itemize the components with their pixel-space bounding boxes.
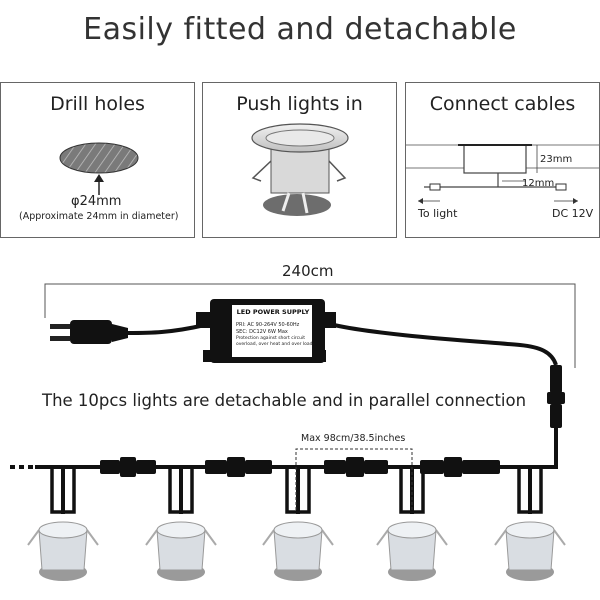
- drill-hole-shape: [59, 142, 139, 174]
- led-light-2: [145, 521, 217, 581]
- recess-box: [463, 144, 527, 174]
- panel-drill-holes: Drill holes φ24mm (Approximate 24mm in d…: [0, 82, 195, 238]
- cable-adapter-right: [333, 323, 558, 366]
- panel-title-connect: Connect cables: [429, 93, 576, 115]
- hole-shadow: [263, 194, 331, 216]
- cable-plug-adapter: [127, 323, 206, 335]
- power-supply-spec-4: overload, over heat and over load: [236, 342, 313, 347]
- arrow-right-head: [573, 198, 578, 204]
- cable-loop-4: [399, 467, 425, 514]
- cable-loop-5: [517, 467, 543, 514]
- height-label: 23mm: [540, 154, 573, 165]
- panel-push-lights: Push lights in: [202, 82, 397, 238]
- cable-loop-1: [50, 467, 76, 514]
- to-light-label: To light: [418, 207, 458, 220]
- power-supply-spec-2: SEC: DC12V 6W Max: [236, 329, 288, 335]
- led-light-1: [27, 521, 99, 581]
- cable-loop-2: [168, 467, 194, 514]
- light-wire-1: [281, 192, 291, 212]
- inline-connector-3: [324, 457, 388, 477]
- connector-right: [555, 183, 567, 191]
- drill-diameter-note: (Approximate 24mm in diameter): [19, 211, 179, 222]
- power-supply-unit: [196, 299, 336, 363]
- adapter-tab-left: [196, 312, 212, 328]
- connect-cables-illustration: [406, 144, 599, 204]
- drill-diameter-label: φ24mm: [71, 194, 122, 209]
- power-supply-spec-3: Protection against short circuit: [236, 336, 306, 341]
- led-light-5: [494, 521, 566, 581]
- cable-path: [424, 173, 566, 188]
- main-connector: [547, 365, 565, 428]
- drill-hole-illustration: [59, 142, 139, 195]
- arrow-left-head: [418, 198, 423, 204]
- plug-body: [70, 320, 112, 344]
- plug-neck: [112, 324, 128, 342]
- panel-title-push: Push lights in: [236, 93, 363, 115]
- led-light-3: [262, 521, 334, 581]
- plug-prong-bottom: [50, 336, 70, 341]
- dc-label: DC 12V: [552, 207, 594, 220]
- adapter-label: [232, 305, 312, 357]
- plug-prong-top: [50, 324, 70, 329]
- cable-length-label: 240cm: [282, 262, 334, 280]
- power-plug: [50, 320, 128, 344]
- light-clip-right: [328, 160, 347, 182]
- led-light-4: [376, 521, 448, 581]
- max-spacing-label: Max 98cm/38.5inches: [301, 433, 406, 444]
- depth-label: 12mm: [522, 178, 555, 189]
- cable-loop-3: [285, 467, 311, 514]
- power-supply-spec-1: PRI: AC 90-264V 50-60Hz: [236, 322, 300, 328]
- spacing-bracket: [295, 448, 413, 510]
- push-light-illustration: [251, 123, 349, 216]
- inline-connector-2: [205, 457, 272, 477]
- page-title: Easily fitted and detachable: [83, 12, 517, 47]
- light-clip-left: [251, 160, 272, 182]
- power-supply-label: LED POWER SUPPLY: [236, 308, 310, 316]
- light-lens: [265, 129, 335, 147]
- parallel-connection-caption: The 10pcs lights are detachable and in p…: [42, 391, 527, 410]
- light-wire-2: [301, 192, 309, 214]
- arrow-head: [94, 174, 104, 182]
- inline-connector-1: [100, 457, 156, 477]
- inline-connector-4: [420, 457, 500, 477]
- length-bracket: [44, 283, 576, 368]
- panel-title-drill: Drill holes: [50, 93, 145, 115]
- panel-connect-cables: Connect cables 23mm 12mm To light DC 12V: [405, 82, 600, 238]
- connector-left: [429, 183, 441, 191]
